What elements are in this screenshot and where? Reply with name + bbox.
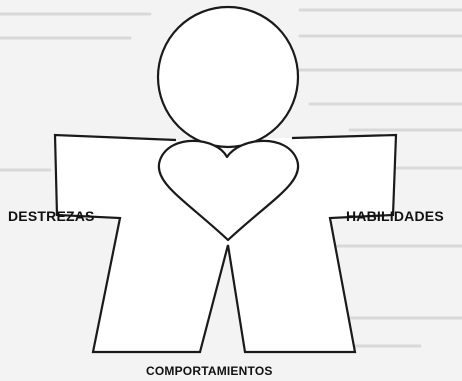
person-head [158, 7, 298, 147]
label-habilidades: HABILIDADES [346, 208, 444, 224]
label-comportamientos: COMPORTAMIENTOS [146, 364, 273, 378]
label-destrezas: DESTREZAS [8, 208, 95, 224]
